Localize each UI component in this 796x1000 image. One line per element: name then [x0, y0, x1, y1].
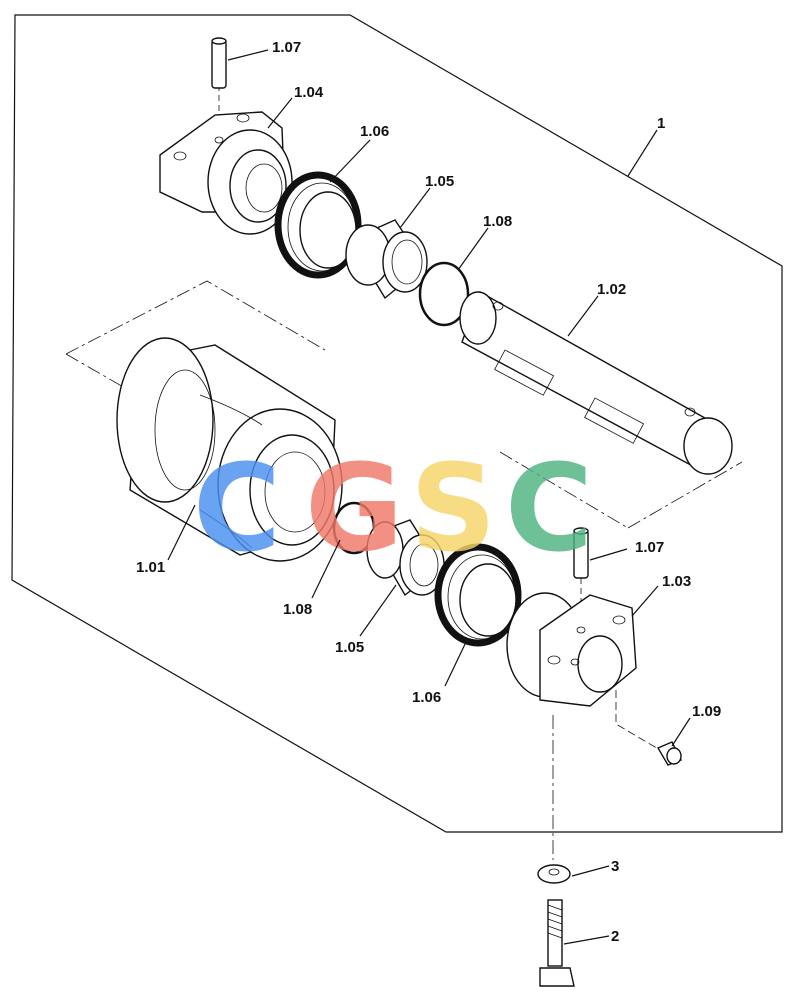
plug	[656, 741, 682, 766]
label-seal-upper: 1.06	[360, 123, 389, 140]
label-roller-body: 1.01	[136, 559, 165, 576]
label-bushing-upper: 1.05	[425, 173, 454, 190]
watermark-letter-3: S	[410, 440, 496, 579]
label-collar-right: 1.03	[662, 573, 691, 590]
seal-upper	[274, 171, 362, 279]
watermark-letter-1: C	[193, 440, 281, 579]
label-washer: 3	[611, 858, 619, 875]
label-oring-upper: 1.08	[483, 213, 512, 230]
bushing-upper	[345, 219, 428, 300]
watermark: C G S C	[193, 440, 593, 579]
collar-left	[159, 111, 293, 235]
collar-right	[506, 592, 637, 707]
washer	[537, 864, 571, 884]
label-plug: 1.09	[692, 703, 721, 720]
watermark-letter-2: G	[305, 440, 404, 579]
seal-lower	[434, 543, 522, 647]
bolt	[539, 899, 575, 987]
label-seal-lower: 1.06	[412, 689, 441, 706]
label-collar-left: 1.04	[294, 84, 324, 101]
shaft	[459, 290, 733, 475]
pin-upper	[211, 37, 227, 89]
label-pin-upper: 1.07	[272, 39, 301, 56]
roller-body	[116, 337, 343, 562]
label-bolt: 2	[611, 928, 619, 945]
bushing-lower	[366, 519, 445, 597]
label-shaft: 1.02	[597, 281, 626, 298]
label-assembly: 1	[657, 115, 665, 132]
leader-lines	[167, 49, 691, 945]
label-pin-lower: 1.07	[635, 539, 664, 556]
assembly-boundary	[11, 14, 783, 833]
label-oring-lower: 1.08	[283, 601, 312, 618]
oring-upper	[418, 261, 470, 327]
label-bushing-lower: 1.05	[335, 639, 364, 656]
watermark-letter-4: C	[505, 440, 593, 579]
